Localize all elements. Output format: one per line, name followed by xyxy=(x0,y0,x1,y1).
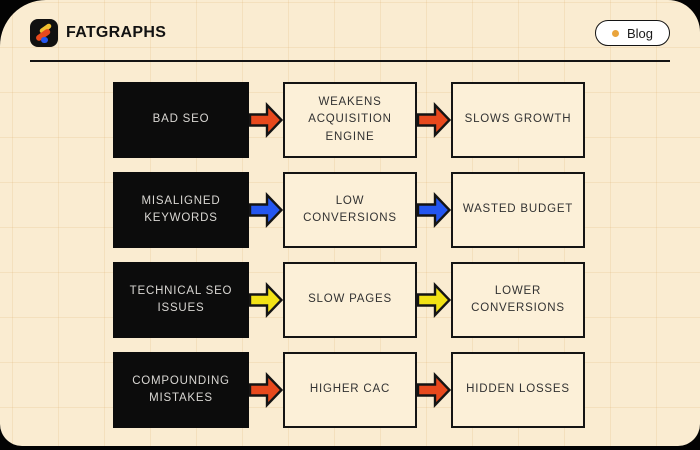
arrow-right-icon xyxy=(249,262,283,338)
brand-home-link[interactable]: FATGRAPHS xyxy=(30,19,166,47)
arrow-right-icon xyxy=(249,82,283,158)
arrow-right-icon xyxy=(417,352,451,428)
outcome-box: WASTED BUDGET xyxy=(451,172,585,248)
arrow-right-icon xyxy=(249,352,283,428)
flow-row-compounding-mistakes: COMPOUNDING MISTAKES HIGHER CAC HIDDEN L… xyxy=(113,352,585,428)
arrow-right-icon xyxy=(417,172,451,248)
blog-button[interactable]: Blog xyxy=(594,20,670,46)
logo-blue-dot xyxy=(41,36,48,43)
site-header: FATGRAPHS Blog xyxy=(0,0,700,47)
flow-row-technical-seo: TECHNICAL SEO ISSUES SLOW PAGES LOWER CO… xyxy=(113,262,585,338)
blog-dot-icon xyxy=(611,29,619,37)
flow-row-bad-seo: BAD SEO WEAKENS ACQUISITION ENGINE SLOWS… xyxy=(113,82,585,158)
effect-box: SLOW PAGES xyxy=(283,262,417,338)
arrow-right-icon xyxy=(417,262,451,338)
cause-box: BAD SEO xyxy=(113,82,249,158)
outcome-box: SLOWS GROWTH xyxy=(451,82,585,158)
fatgraphs-logo-icon xyxy=(30,19,58,47)
effect-box: HIGHER CAC xyxy=(283,352,417,428)
effect-box: LOW CONVERSIONS xyxy=(283,172,417,248)
header-divider xyxy=(30,60,670,62)
cause-box: COMPOUNDING MISTAKES xyxy=(113,352,249,428)
blog-button-label: Blog xyxy=(626,25,653,41)
effect-box: WEAKENS ACQUISITION ENGINE xyxy=(283,82,417,158)
arrow-right-icon xyxy=(249,172,283,248)
outcome-box: HIDDEN LOSSES xyxy=(451,352,585,428)
arrow-right-icon xyxy=(417,82,451,158)
seo-flow-diagram: BAD SEO WEAKENS ACQUISITION ENGINE SLOWS… xyxy=(113,82,585,428)
flow-row-misaligned-keywords: MISALIGNED KEYWORDS LOW CONVERSIONS WAST… xyxy=(113,172,585,248)
cause-box: TECHNICAL SEO ISSUES xyxy=(113,262,249,338)
outcome-box: LOWER CONVERSIONS xyxy=(451,262,585,338)
brand-name: FATGRAPHS xyxy=(66,24,167,41)
cause-box: MISALIGNED KEYWORDS xyxy=(113,172,249,248)
